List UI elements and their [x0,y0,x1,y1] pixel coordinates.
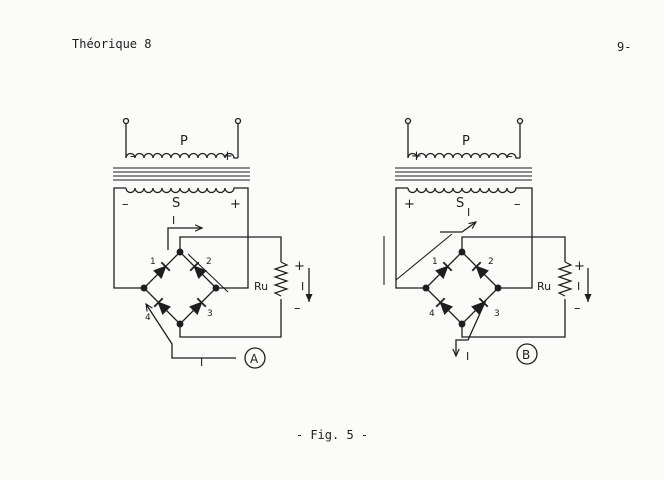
wire-right [498,187,533,289]
transformer-core [113,167,250,181]
diode-2-label: 2 [206,257,212,267]
secondary-coil [407,187,522,194]
primary-terminal-right [234,117,242,125]
transformer-core [395,167,532,181]
diode-4-label: 4 [145,313,151,323]
primary-leads [407,124,521,158]
primary-coil [407,152,520,159]
diode-2-label: 2 [488,257,494,267]
node-right [212,284,220,292]
wire-top-to-load [179,236,282,262]
node-right [494,284,502,292]
diode-1 [435,261,453,279]
diode-3-label: 3 [207,309,213,319]
load-plus-sign: + [294,259,305,274]
current-arrow-bottom [146,304,236,359]
primary-right-sign: + [222,149,233,164]
diode-3-label: 3 [494,309,500,319]
wire-bottom-to-load [461,299,566,338]
page-section-title: Théorique 8 [72,37,152,51]
diagram-a: P – + S – + 1 2 3 4 Ru + – I [113,117,313,369]
diagram-marker-a-label: A [250,352,259,366]
secondary-label: S [172,196,180,211]
load-resistor [273,261,289,297]
node-left [140,284,148,292]
primary-left-sign: + [411,149,422,164]
current-path-diagonal [395,233,453,281]
diode-2 [189,261,207,279]
current-label-bottom: I [200,356,203,369]
secondary-coil [125,187,240,194]
primary-label: P [180,134,188,149]
node-top [176,248,184,256]
secondary-left-sign: + [404,197,415,212]
wire-left [395,187,426,289]
diode-4 [435,297,453,315]
primary-label: P [462,134,470,149]
current-path-diagonal [187,253,229,293]
wire-top-to-load [461,236,566,262]
node-top [458,248,466,256]
node-bottom [176,320,184,328]
diode-3 [471,297,489,315]
wire-right [216,187,249,289]
load-minus-sign: – [574,301,581,316]
current-arrow-top [167,228,202,250]
secondary-left-sign: – [122,197,129,212]
current-label-top: I [172,214,175,227]
current-arrow-bottom [456,299,487,356]
load-plus-sign: + [574,259,585,274]
primary-coil [125,152,238,159]
figure-caption: - Fig. 5 - [295,428,369,442]
primary-left-sign: – [130,149,137,164]
wire-left [113,187,144,289]
diagram-marker-a [244,347,266,369]
wire-bottom-to-load [179,299,282,338]
page-number: 9- [617,40,632,54]
node-bottom [458,320,466,328]
primary-leads [125,124,239,158]
load-minus-sign: – [294,301,301,316]
diode-4 [153,297,171,315]
diagram-marker-b [516,343,538,365]
secondary-right-sign: + [230,197,241,212]
diode-4-label: 4 [429,309,435,319]
secondary-label: S [456,196,464,211]
diode-3 [189,297,207,315]
current-label-top: I [467,206,470,219]
current-label-bottom: I [466,350,469,363]
diagram-marker-b-label: B [522,348,530,362]
primary-terminal-left [122,117,130,125]
load-current-label: I [301,280,304,293]
diode-2 [471,261,489,279]
current-arrow-top [440,222,476,233]
diode-1-label: 1 [432,257,438,267]
primary-terminal-left [404,117,412,125]
primary-terminal-right [516,117,524,125]
load-resistor [557,261,573,297]
load-current-label: I [577,280,580,293]
primary-right-sign: – [506,149,513,164]
diode-1-label: 1 [150,257,156,267]
node-left [422,284,430,292]
secondary-right-sign: – [514,197,521,212]
load-label: Ru [254,280,268,293]
diagram-b: P + – S + – 1 2 4 3 Ru + – I I I [383,117,592,365]
diode-1 [153,261,171,279]
load-label: Ru [537,280,551,293]
